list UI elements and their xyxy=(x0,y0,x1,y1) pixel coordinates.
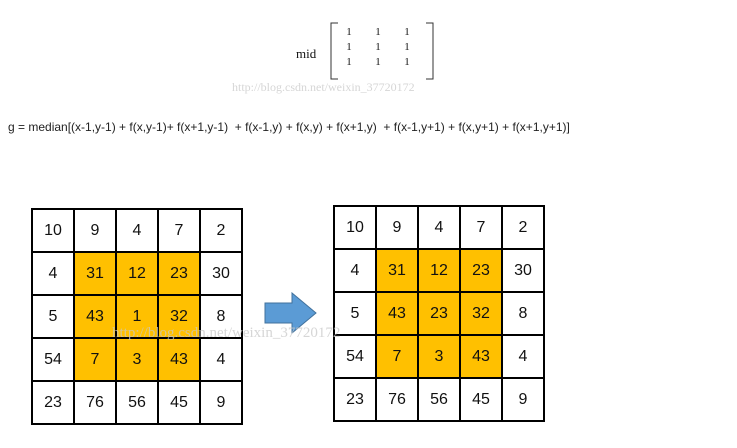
grid-cell: 30 xyxy=(199,251,243,296)
grid-cell: 23 xyxy=(459,248,503,293)
median-formula: g = median[(x-1,y-1) + f(x,y-1)+ f(x+1,y… xyxy=(8,120,570,134)
grid-cell: 23 xyxy=(31,380,75,425)
grid-cell: 9 xyxy=(501,377,545,422)
watermark-bottom: http://blog.csdn.net/weixin_37720172 xyxy=(112,325,341,341)
right-arrow-icon xyxy=(264,292,317,334)
grid-cell: 7 xyxy=(157,208,201,253)
grid-cell: 43 xyxy=(157,337,201,382)
grid-cell: 32 xyxy=(459,291,503,336)
kernel-cell: 1 xyxy=(346,26,352,38)
grid-cell: 54 xyxy=(333,334,377,379)
kernel-cell: 1 xyxy=(404,26,410,38)
kernel-brackets: 1 1 1 1 1 1 1 1 1 xyxy=(330,22,434,80)
kernel-cell: 1 xyxy=(375,41,381,53)
grid-cell: 23 xyxy=(333,377,377,422)
grid-cell: 43 xyxy=(73,294,117,339)
grid-cell: 43 xyxy=(459,334,503,379)
grid-cell: 31 xyxy=(73,251,117,296)
grid-cell: 4 xyxy=(199,337,243,382)
grid-cell: 8 xyxy=(199,294,243,339)
grid-cell: 7 xyxy=(459,205,503,250)
grid-cell: 8 xyxy=(501,291,545,336)
grid-cell: 43 xyxy=(375,291,419,336)
grid-cell: 45 xyxy=(459,377,503,422)
grid-cell: 76 xyxy=(73,380,117,425)
grid-cell: 5 xyxy=(333,291,377,336)
grid-cell: 23 xyxy=(157,251,201,296)
grid-cell: 5 xyxy=(31,294,75,339)
grid-cell: 9 xyxy=(375,205,419,250)
grid-cell: 12 xyxy=(115,251,159,296)
grid-cell: 76 xyxy=(375,377,419,422)
kernel-cell: 1 xyxy=(346,56,352,68)
grid-cell: 56 xyxy=(115,380,159,425)
grid-cell: 4 xyxy=(417,205,461,250)
grid-cell: 12 xyxy=(417,248,461,293)
grid-cell: 3 xyxy=(417,334,461,379)
grid-cell: 3 xyxy=(115,337,159,382)
grid-cell: 1 xyxy=(115,294,159,339)
grid-cell: 9 xyxy=(73,208,117,253)
grid-cell: 56 xyxy=(417,377,461,422)
watermark-top: http://blog.csdn.net/weixin_37720172 xyxy=(232,80,415,94)
grid-cell: 10 xyxy=(31,208,75,253)
kernel-cell: 1 xyxy=(375,56,381,68)
grid-cell: 45 xyxy=(157,380,201,425)
bracket-shapes xyxy=(330,22,434,80)
grid-cell: 4 xyxy=(501,334,545,379)
grid-cell: 7 xyxy=(73,337,117,382)
grid-cell: 4 xyxy=(31,251,75,296)
kernel-cell: 1 xyxy=(346,41,352,53)
grid-cell: 10 xyxy=(333,205,377,250)
kernel-label: mid xyxy=(296,46,317,61)
grid-cell: 7 xyxy=(375,334,419,379)
grid-cell: 2 xyxy=(501,205,545,250)
grid-cell: 4 xyxy=(333,248,377,293)
kernel-cell: 1 xyxy=(404,41,410,53)
grid-cell: 30 xyxy=(501,248,545,293)
grid-cell: 31 xyxy=(375,248,419,293)
grid-cell: 2 xyxy=(199,208,243,253)
grid-cell: 23 xyxy=(417,291,461,336)
grid-cell: 54 xyxy=(31,337,75,382)
grid-cell: 9 xyxy=(199,380,243,425)
kernel-cell: 1 xyxy=(375,26,381,38)
grid-cell: 32 xyxy=(157,294,201,339)
grid-cell: 4 xyxy=(115,208,159,253)
kernel-matrix: mid 1 1 1 1 1 1 1 1 1 xyxy=(296,22,436,82)
kernel-cell: 1 xyxy=(404,56,410,68)
